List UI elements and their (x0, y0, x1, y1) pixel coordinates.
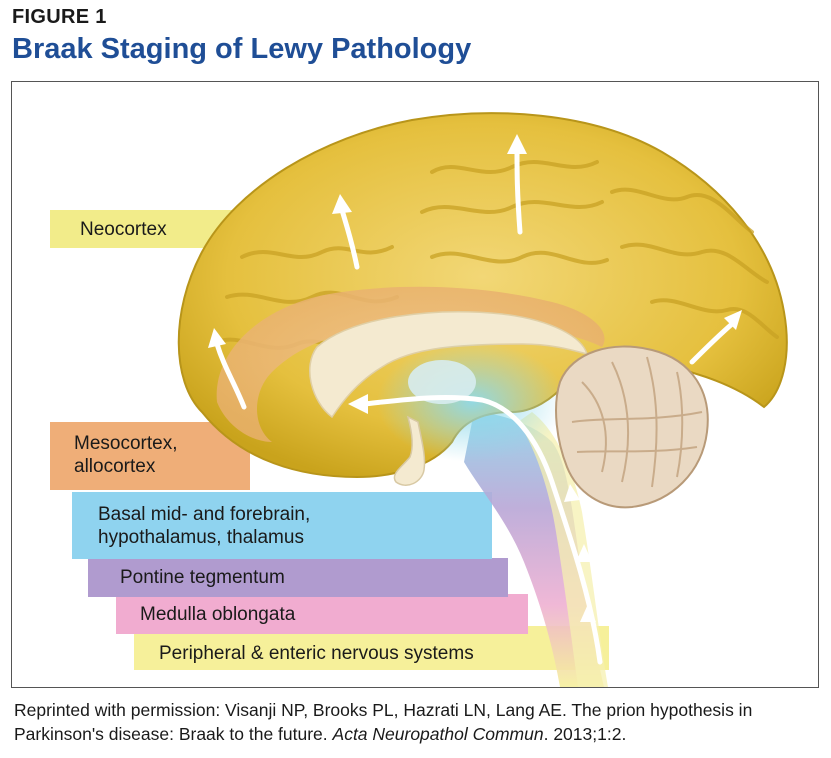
stage-label-peripheral: Peripheral & enteric nervous systems (159, 643, 474, 664)
figure-caption: Reprinted with permission: Visanji NP, B… (14, 698, 820, 746)
caption-journal: Acta Neuropathol Commun (332, 724, 544, 744)
propagation-arrows (214, 147, 735, 665)
brain-illustration (50, 112, 788, 687)
figure-title: Braak Staging of Lewy Pathology (12, 33, 472, 65)
limbic-cortex (216, 286, 605, 442)
figure-label: FIGURE 1 (12, 6, 107, 28)
figure-frame: Neocortex Mesocortex, allocortex Basal m… (11, 81, 819, 688)
stage-band-pontine (88, 558, 508, 597)
cerebellum (555, 345, 709, 509)
thalamus (408, 360, 476, 404)
stage-label-mesocortex-line2: allocortex (74, 456, 156, 477)
pituitary (393, 415, 426, 486)
stage-label-mesocortex: Mesocortex, allocortex (74, 432, 177, 478)
caption-citation: . 2013;1:2. (543, 724, 627, 744)
stage-label-pontine: Pontine tegmentum (120, 567, 285, 588)
stage-label-mesocortex-line1: Mesocortex, (74, 433, 178, 454)
stage-band-mesocortex (50, 422, 250, 490)
arrow-heads (208, 134, 742, 622)
stage-label-basal: Basal mid- and forebrain, hypothalamus, … (98, 503, 310, 549)
stage-label-basal-line2: hypothalamus, thalamus (98, 527, 304, 548)
stage-band-basal (72, 492, 492, 559)
stage-band-medulla (116, 594, 528, 634)
caption-text: Reprinted with permission: Visanji NP, B… (14, 700, 753, 744)
stage-label-medulla: Medulla oblongata (140, 604, 296, 625)
corpus-callosum (309, 311, 589, 419)
stage-label-neocortex: Neocortex (80, 219, 167, 240)
stage-label-basal-line1: Basal mid- and forebrain, (98, 504, 311, 525)
